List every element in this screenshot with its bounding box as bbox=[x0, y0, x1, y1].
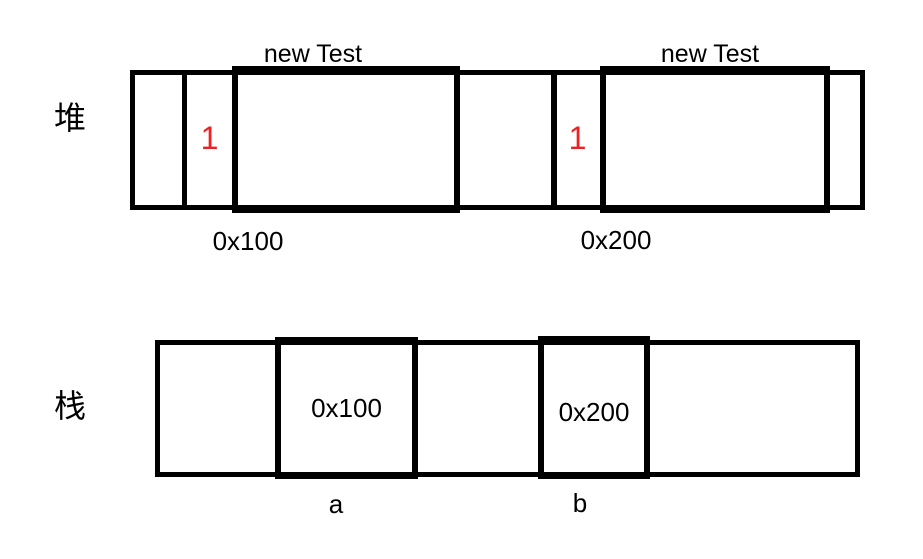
stack-outline bbox=[155, 340, 860, 477]
stack-slot-value: 0x200 bbox=[558, 397, 630, 427]
heap-cell-divider bbox=[182, 70, 187, 210]
stack-slot-name-label: a bbox=[328, 489, 344, 519]
stack-slot-value: 0x100 bbox=[311, 392, 382, 423]
heap-object-title: new Test bbox=[660, 40, 760, 68]
heap-address-label: 0x200 bbox=[580, 225, 652, 255]
heap-address-label: 0x100 bbox=[212, 226, 284, 256]
heap-object-title: new Test bbox=[263, 40, 363, 68]
stack-slot-box-b: 0x200 bbox=[538, 336, 650, 479]
refcount-digit: 1 bbox=[200, 119, 219, 156]
heap-outline bbox=[130, 70, 865, 210]
heap-object-box bbox=[600, 66, 830, 213]
heap-refcount-value: 1 bbox=[187, 70, 232, 206]
stack-slot-box-a: 0x100 bbox=[275, 337, 418, 479]
heap-refcount-value: 1 bbox=[557, 70, 598, 206]
heap-label: 堆 bbox=[53, 100, 86, 136]
stack-label: 栈 bbox=[53, 388, 86, 424]
stack-slot-name-label: b bbox=[572, 488, 588, 518]
heap-object-box bbox=[232, 66, 460, 213]
refcount-digit: 1 bbox=[568, 119, 587, 156]
heap-cell-divider bbox=[551, 70, 557, 210]
